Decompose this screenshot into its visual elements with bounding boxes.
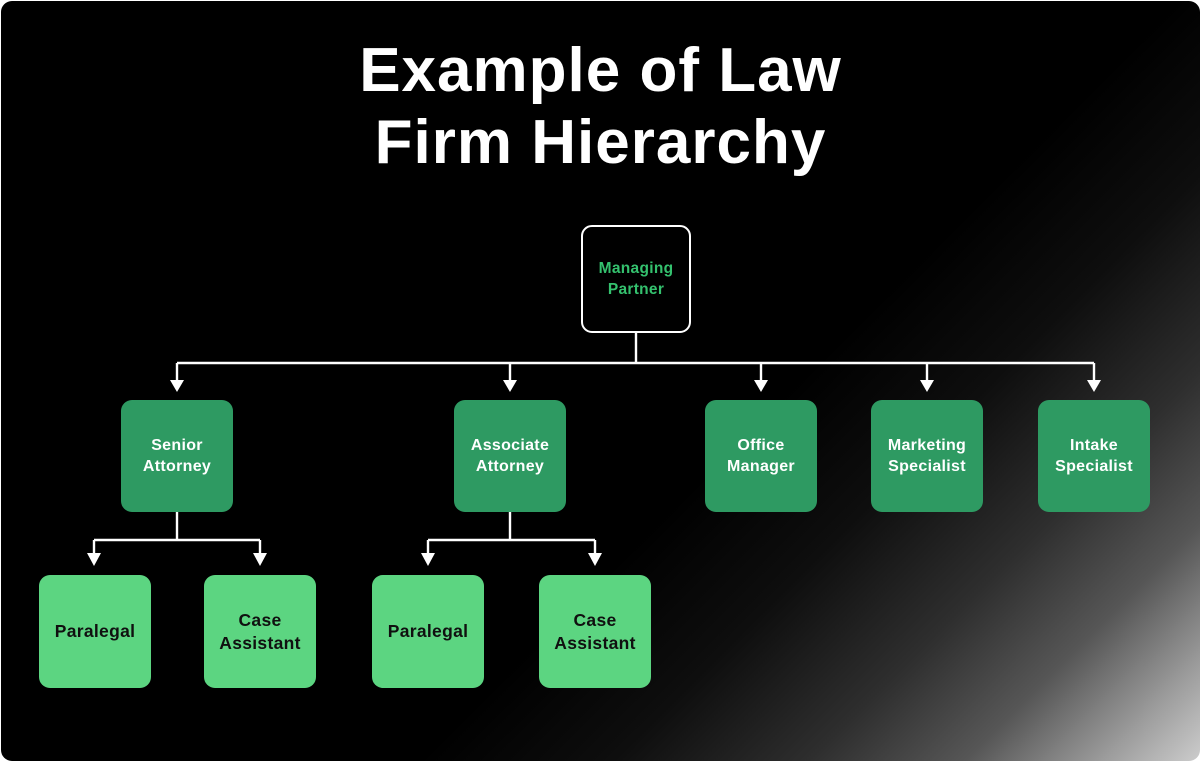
node-label: Intake Specialist: [1055, 437, 1133, 475]
node-associate-attorney: Associate Attorney: [454, 400, 566, 512]
node-case-assistant-senior: Case Assistant: [204, 575, 316, 688]
node-label: Office Manager: [727, 437, 795, 475]
node-label: Associate Attorney: [470, 437, 550, 475]
node-label: Managing Partner: [598, 260, 674, 298]
node-managing-partner: Managing Partner: [581, 225, 691, 333]
node-paralegal-senior: Paralegal: [39, 575, 151, 688]
node-office-manager: Office Manager: [705, 400, 817, 512]
node-label: Paralegal: [54, 621, 136, 641]
page-title: Example of Law Firm Hierarchy: [1, 35, 1200, 179]
node-label: Senior Attorney: [142, 437, 212, 475]
node-paralegal-associate: Paralegal: [372, 575, 484, 688]
node-label: Marketing Specialist: [887, 437, 967, 475]
node-senior-attorney: Senior Attorney: [121, 400, 233, 512]
node-intake-specialist: Intake Specialist: [1038, 400, 1150, 512]
node-label: Paralegal: [387, 621, 469, 641]
node-label: Case Assistant: [554, 609, 636, 653]
node-label: Case Assistant: [219, 609, 301, 653]
page-title-line1: Example of Law: [359, 36, 842, 105]
page-title-line2: Firm Hierarchy: [374, 108, 827, 177]
node-case-assistant-associate: Case Assistant: [539, 575, 651, 688]
node-marketing-specialist: Marketing Specialist: [871, 400, 983, 512]
